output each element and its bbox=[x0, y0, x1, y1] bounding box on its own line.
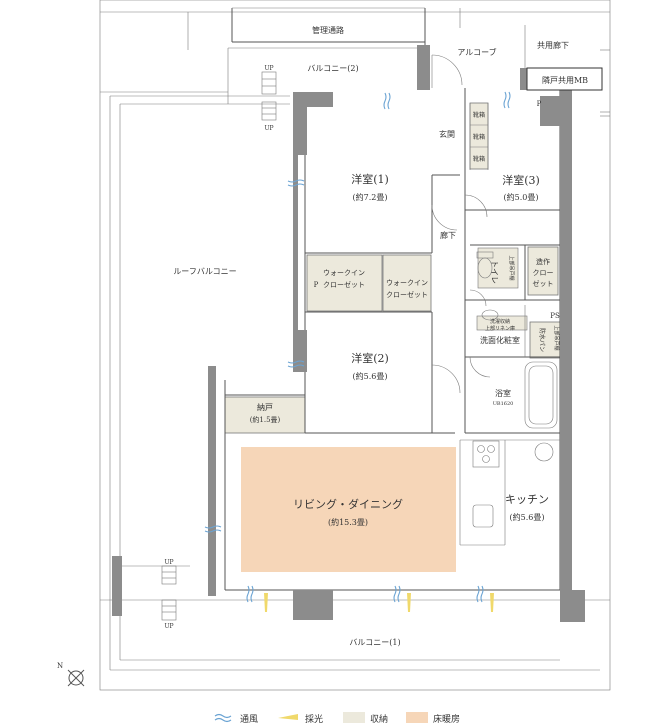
storage-pan bbox=[529, 321, 561, 359]
zosaku-line2: クロー bbox=[533, 269, 554, 277]
legend-storage: 収納 bbox=[370, 713, 388, 725]
linen-label: 洗濯収納 bbox=[490, 318, 510, 325]
up-label-4: UP bbox=[164, 623, 173, 630]
linen2-label: 上部リネン庫 bbox=[485, 325, 515, 332]
wic2-line2: クローゼット bbox=[386, 290, 428, 299]
storage-zosaku bbox=[527, 246, 559, 296]
washroom-label: 洗面化粧室 bbox=[480, 335, 520, 345]
storage-areas bbox=[224, 102, 561, 434]
shoe-label-2: 靴箱 bbox=[473, 133, 485, 141]
bathtub bbox=[524, 361, 558, 429]
legend-ventilation: 通風 bbox=[240, 714, 258, 725]
entrance-label: 玄関 bbox=[439, 129, 455, 139]
storage-wic2 bbox=[382, 254, 432, 312]
legend: 通風 採光 収納 床暖房 bbox=[214, 712, 460, 725]
bathroom-label: 浴室 bbox=[495, 388, 511, 398]
room2-size: (約5.6畳) bbox=[353, 371, 388, 381]
room3-name: 洋室(3) bbox=[502, 173, 540, 187]
room1-size: (約7.2畳) bbox=[353, 192, 388, 202]
legend-heating: 床暖房 bbox=[433, 713, 460, 725]
upper-shelf-label: 上部吊戸棚 bbox=[508, 255, 515, 280]
up-label-3: UP bbox=[164, 559, 173, 566]
pan-label: 防水パン bbox=[538, 328, 546, 352]
toilet-label: トイレ bbox=[490, 260, 499, 284]
zosaku-line3: ゼット bbox=[533, 279, 554, 288]
ventilation-marks bbox=[204, 91, 511, 603]
wic2-line1: ウォークイン bbox=[386, 279, 428, 287]
storage-nando bbox=[224, 396, 306, 434]
shared-hallway-label: 共用廊下 bbox=[537, 40, 569, 50]
ps-label: PS bbox=[550, 312, 560, 320]
mb-box bbox=[526, 67, 603, 91]
storage-linen bbox=[476, 315, 528, 331]
up-stairs: UP UP UP UP bbox=[161, 65, 277, 630]
north-compass-icon: N bbox=[57, 662, 85, 687]
p-label-1: P bbox=[314, 281, 319, 289]
legend-light: 採光 bbox=[305, 713, 323, 725]
stove bbox=[472, 440, 500, 468]
room3-size: (約5.0畳) bbox=[504, 192, 539, 202]
storage-upper bbox=[477, 247, 519, 289]
management-passage-label: 管理通路 bbox=[312, 25, 344, 35]
up-label-1: UP bbox=[264, 65, 273, 72]
nando-name: 納戸 bbox=[257, 402, 273, 412]
room1-name: 洋室(1) bbox=[351, 172, 389, 186]
nando-size: (約1.5畳) bbox=[250, 415, 281, 424]
p-label-2: P bbox=[537, 100, 542, 108]
svg-text:N: N bbox=[57, 662, 63, 670]
shoe-label-1: 靴箱 bbox=[473, 111, 485, 119]
kitchen-name: キッチン bbox=[505, 493, 549, 506]
shoe-label-3: 靴箱 bbox=[473, 155, 485, 163]
storage-wic1 bbox=[306, 254, 383, 312]
alcove-label: アルコーブ bbox=[457, 47, 496, 57]
floor-heating-area bbox=[241, 447, 456, 572]
legend-storage-swatch bbox=[343, 712, 365, 723]
wash-basin bbox=[481, 309, 499, 321]
living-size: (約15.3畳) bbox=[328, 517, 368, 527]
legend-heating-swatch bbox=[406, 712, 428, 723]
up-label-2: UP bbox=[264, 125, 273, 132]
living-name: リビング・ダイニング bbox=[293, 497, 403, 511]
wic1-line2: クローゼット bbox=[323, 280, 365, 289]
balcony2-label: バルコニー(2) bbox=[307, 64, 358, 73]
bath-size-label: UB1620 bbox=[493, 401, 514, 407]
light-marks bbox=[264, 593, 494, 612]
range-hood bbox=[534, 442, 554, 462]
upper-shelf-label-2: 上部吊戸棚 bbox=[553, 325, 560, 350]
doors bbox=[431, 54, 491, 394]
kitchen-size: (約5.6畳) bbox=[510, 512, 545, 522]
zosaku-line1: 造作 bbox=[536, 257, 550, 266]
sink bbox=[472, 504, 494, 528]
balcony1-label: バルコニー(1) bbox=[349, 638, 400, 647]
corridor-label: 廊下 bbox=[440, 230, 456, 240]
mb-label: 隣戸共用MB bbox=[542, 75, 588, 85]
room2-name: 洋室(2) bbox=[351, 351, 389, 365]
wic1-line1: ウォークイン bbox=[323, 269, 365, 277]
roof-balcony-label: ルーフバルコニー bbox=[173, 267, 236, 276]
